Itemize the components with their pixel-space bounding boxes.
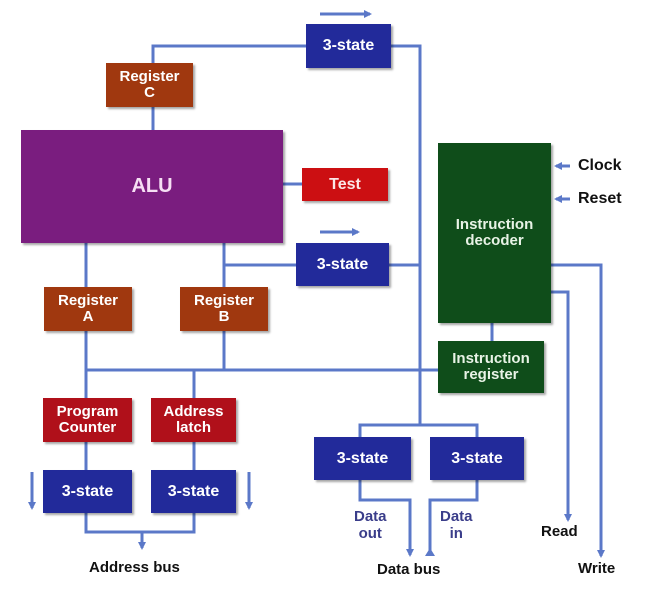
test: Test [302,168,388,201]
wire-data-split [358,423,479,437]
three-state-latch: 3-state [151,470,236,513]
write-label: Write [578,560,616,577]
wire-address-merge [84,513,196,534]
wire-tri-top-to-databus [391,44,422,425]
clock-label: Clock [578,157,622,174]
three-state-top: 3-state [306,24,391,68]
wire-regc-to-tri-top [151,44,306,63]
data-bus-label: Data bus [377,561,441,578]
wire-write [551,263,605,558]
address-latch: Address latch [151,398,236,442]
three-state-pc: 3-state [43,470,132,513]
register-c: Register C [106,63,193,107]
data-out-label: Data out [354,508,387,542]
register-b: Register B [180,287,268,331]
wire-data-out [358,480,414,557]
reset-label: Reset [578,190,622,207]
read-label: Read [541,523,578,540]
register-a: Register A [44,287,132,331]
alu: ALU [21,130,283,243]
program-counter: Program Counter [43,398,132,442]
instruction-register: Instruction register [438,341,544,393]
arrow-data-in-head [425,548,435,556]
three-state-data-in: 3-state [430,437,524,480]
data-in-label: Data in [440,508,473,542]
instruction-decoder: Instruction decoder [438,143,551,323]
wire-data-in [428,480,479,552]
address-bus-label: Address bus [89,559,180,576]
wire-read [551,290,572,522]
three-state-mid: 3-state [296,243,389,286]
three-state-data-out: 3-state [314,437,411,480]
